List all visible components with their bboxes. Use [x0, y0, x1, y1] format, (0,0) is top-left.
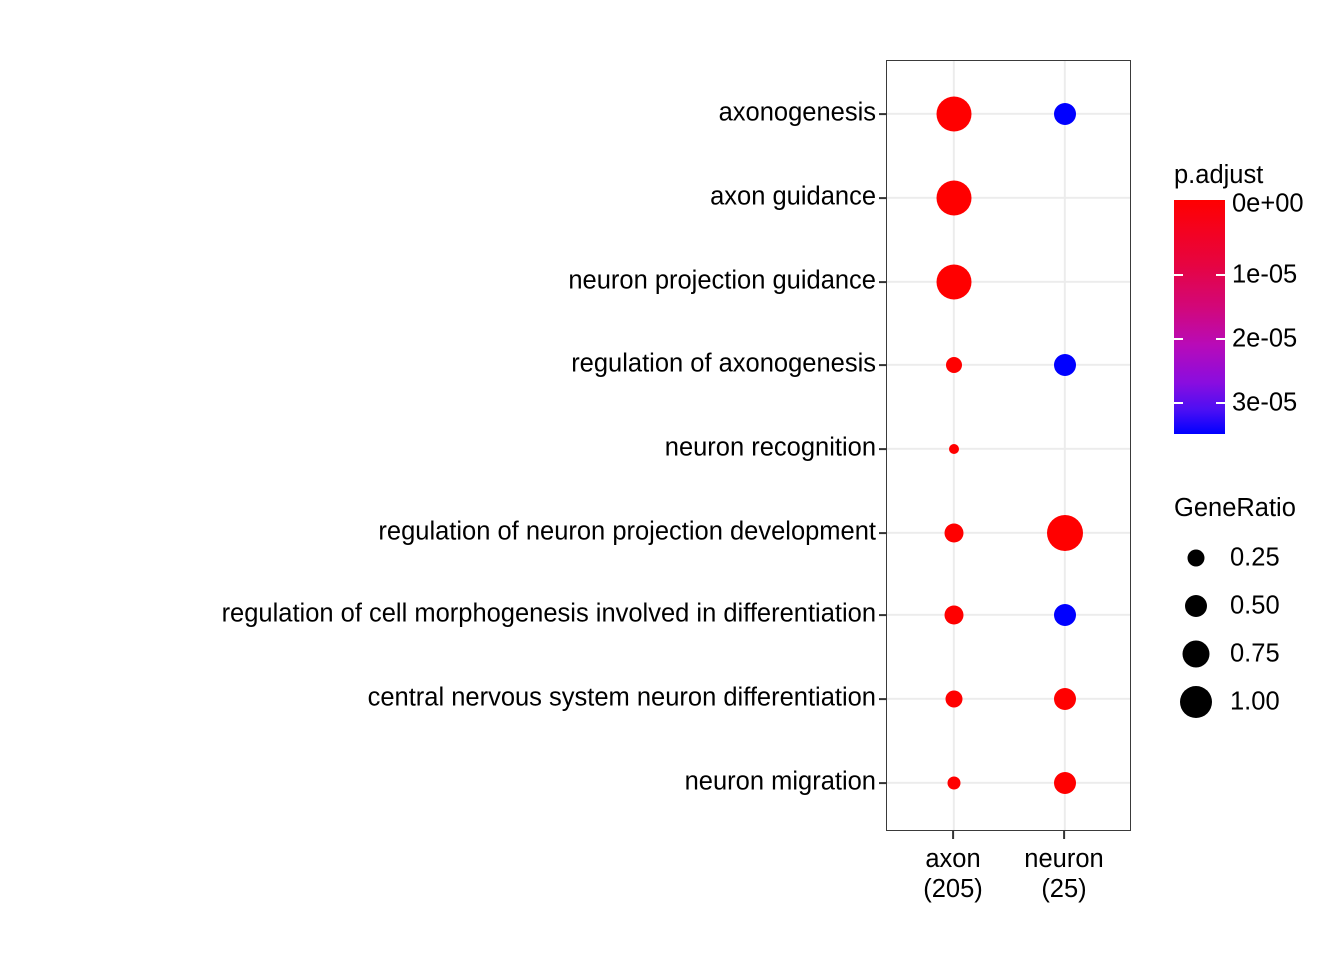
gridline-row-4	[887, 363, 1130, 367]
x-axis-tick-neuron	[1063, 831, 1065, 839]
legend-size-label-100: 1.00	[1230, 686, 1280, 715]
colorbar-tick-2e-05-right	[1216, 337, 1225, 340]
x-axis-labels: axon (205) neuron (25)	[886, 843, 1131, 923]
x-axis-label-axon-name: axon	[925, 845, 981, 873]
data-point[interactable]	[949, 444, 959, 454]
colorbar-gradient	[1174, 199, 1225, 434]
colorbar-label-0: 0e+00	[1232, 188, 1304, 217]
legend-size-label-025: 0.25	[1230, 542, 1280, 571]
data-point[interactable]	[1054, 772, 1076, 794]
data-point[interactable]	[1047, 515, 1083, 551]
data-point[interactable]	[936, 96, 972, 132]
gridline-row-3	[887, 280, 1130, 284]
data-point[interactable]	[1054, 688, 1076, 710]
legend-p-adjust-title: p.adjust	[1174, 161, 1264, 189]
colorbar-label-2: 2e-05	[1232, 323, 1298, 352]
y-axis-tick-5	[879, 448, 887, 450]
legend-gene-ratio: GeneRatio 0.25 0.50 0.75 1.00	[1172, 494, 1344, 734]
legend-size-dot-050	[1185, 594, 1207, 617]
x-axis-label-neuron-count: (25)	[1041, 874, 1087, 903]
y-axis-tick-7	[879, 614, 887, 616]
data-point[interactable]	[944, 605, 964, 625]
x-axis-label-neuron: neuron (25)	[1024, 845, 1103, 904]
data-point[interactable]	[1054, 354, 1076, 376]
data-point[interactable]	[944, 523, 964, 543]
colorbar-label-1: 1e-05	[1232, 259, 1298, 288]
data-point[interactable]	[1054, 103, 1076, 125]
y-axis-label-axon-guidance: axon guidance	[710, 182, 876, 211]
legend-p-adjust: p.adjust 0e+00 1e-05 2e-05 3e-05	[1172, 161, 1344, 434]
legend-gene-ratio-title: GeneRatio	[1174, 494, 1296, 522]
gridline-col-neuron	[1063, 61, 1067, 830]
y-axis-label-neuron-migration: neuron migration	[684, 767, 876, 796]
colorbar-tick-3e-05-left	[1174, 401, 1183, 404]
plot-panel	[879, 60, 1131, 831]
y-axis-label-regulation-of-axonogenesis: regulation of axonogenesis	[571, 349, 876, 378]
y-axis-label-regulation-of-cell-morphogenesis: regulation of cell morphogenesis involve…	[221, 599, 876, 628]
x-axis-tick-axon	[952, 831, 954, 839]
legend-size-row-050: 0.50	[1172, 582, 1344, 630]
y-axis-tick-9	[879, 782, 887, 784]
legend-size-label-075: 0.75	[1230, 638, 1280, 667]
x-axis-label-neuron-name: neuron	[1024, 845, 1104, 873]
colorbar-tick-3e-05-right	[1216, 401, 1225, 404]
y-axis-tick-1	[879, 113, 887, 115]
data-point[interactable]	[945, 690, 963, 708]
x-axis-label-axon-count: (205)	[923, 874, 983, 903]
legend-size-dot-100	[1180, 685, 1212, 718]
y-axis-tick-6	[879, 532, 887, 534]
gridline-row-1	[887, 112, 1130, 116]
gridline-row-9	[887, 781, 1130, 785]
colorbar-wrap: 0e+00 1e-05 2e-05 3e-05	[1172, 190, 1344, 434]
gridline-row-7	[887, 613, 1130, 617]
gridline-row-6	[887, 531, 1130, 535]
legend-gene-ratio-items: 0.25 0.50 0.75 1.00	[1172, 534, 1344, 734]
y-axis-tick-8	[879, 698, 887, 700]
y-axis-labels: axonogenesis axon guidance neuron projec…	[0, 60, 876, 831]
y-axis-label-regulation-of-neuron-projection-development: regulation of neuron projection developm…	[378, 517, 876, 546]
colorbar-tick-1e-05-left	[1174, 273, 1183, 276]
legend-size-label-050: 0.50	[1230, 590, 1280, 619]
y-axis-tick-2	[879, 197, 887, 199]
colorbar-tick-1e-05-right	[1216, 273, 1225, 276]
legend-size-row-025: 0.25	[1172, 534, 1344, 582]
gridline-row-8	[887, 697, 1130, 701]
x-axis-ticks	[886, 831, 1131, 841]
legend-size-row-100: 1.00	[1172, 678, 1344, 726]
legend-size-dot-025	[1187, 549, 1205, 566]
data-point[interactable]	[947, 776, 961, 790]
y-axis-label-central-nervous-system-neuron-differentiation: central nervous system neuron differenti…	[367, 683, 876, 712]
y-axis-label-axonogenesis: axonogenesis	[718, 98, 876, 127]
y-axis-tick-3	[879, 281, 887, 283]
legend-size-dot-075	[1182, 640, 1210, 667]
y-axis-label-neuron-recognition: neuron recognition	[664, 433, 876, 462]
data-point[interactable]	[946, 357, 962, 373]
data-point[interactable]	[1054, 604, 1076, 626]
x-axis-label-axon: axon (205)	[923, 845, 983, 904]
y-axis-label-neuron-projection-guidance: neuron projection guidance	[568, 266, 876, 295]
colorbar-label-3: 3e-05	[1232, 387, 1298, 416]
colorbar-tick-2e-05-left	[1174, 337, 1183, 340]
gridline-row-5	[887, 447, 1130, 451]
legend-size-row-075: 0.75	[1172, 630, 1344, 678]
y-axis-tick-4	[879, 364, 887, 366]
gridline-row-2	[887, 196, 1130, 200]
data-point[interactable]	[936, 180, 972, 216]
data-point[interactable]	[936, 264, 972, 300]
